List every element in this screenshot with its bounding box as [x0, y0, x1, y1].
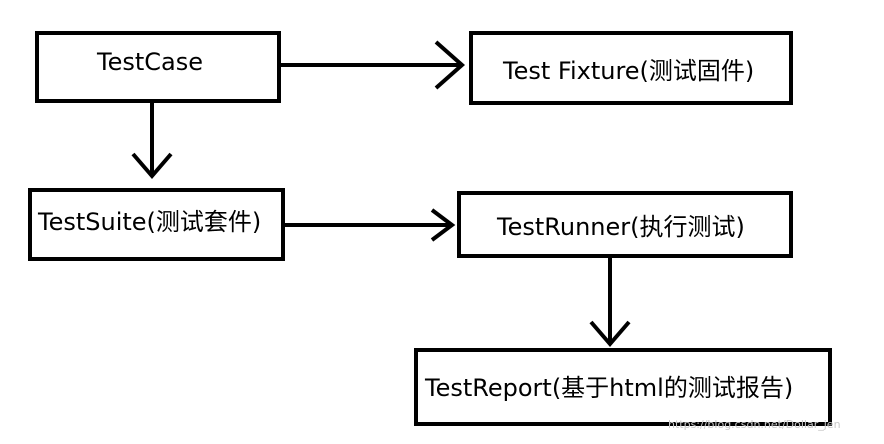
arrow-suite-to-runner: [285, 208, 456, 242]
node-testsuite-label: TestSuite(测试套件): [38, 208, 262, 236]
node-testreport-label: TestReport(基于html的测试报告): [425, 373, 794, 402]
arrow-testcase-to-suite: [131, 103, 173, 180]
node-testcase: TestCase: [35, 31, 281, 103]
node-test-fixture: Test Fixture(测试固件): [469, 31, 793, 105]
node-test-fixture-label: Test Fixture(测试固件): [503, 56, 755, 85]
node-testsuite: TestSuite(测试套件): [28, 188, 285, 261]
node-testrunner: TestRunner(执行测试): [457, 191, 793, 258]
node-testreport: TestReport(基于html的测试报告): [414, 348, 832, 426]
watermark-text: https://blog.csdn.net/Dollar_jen: [668, 418, 841, 431]
node-testrunner-label: TestRunner(执行测试): [497, 213, 745, 241]
arrow-runner-to-report: [589, 258, 631, 348]
node-testcase-label: TestCase: [97, 48, 203, 76]
arrow-testcase-to-fixture: [281, 40, 466, 90]
